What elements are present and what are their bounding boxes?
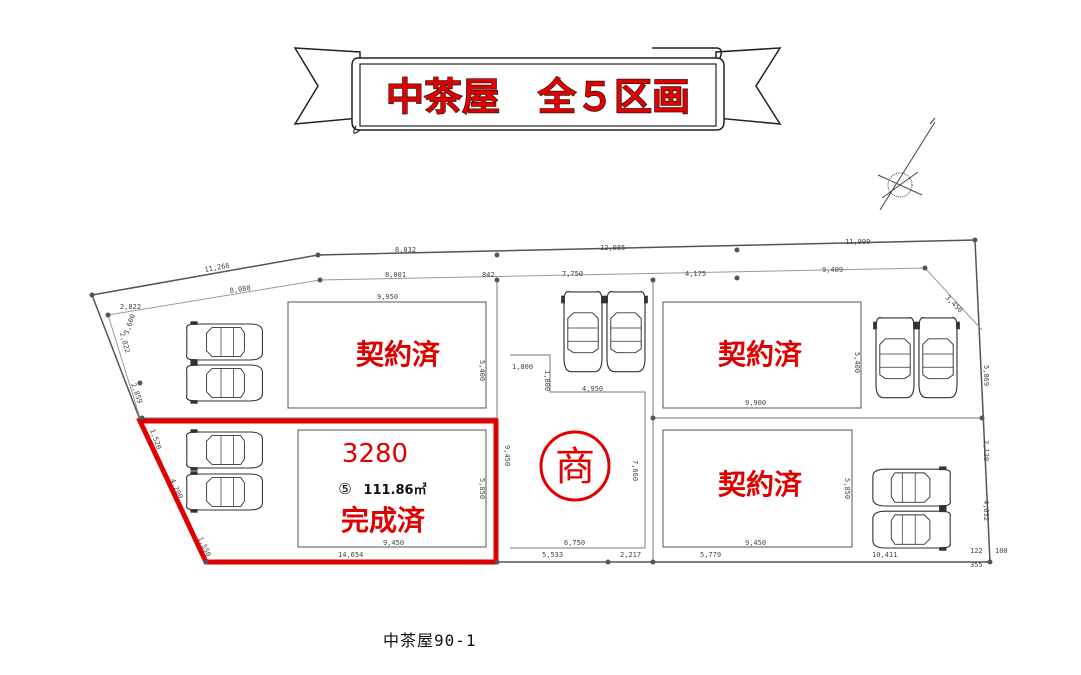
dimension-label: 12,085: [600, 244, 625, 252]
lot-5-highlight: [136, 418, 499, 565]
dimension-label: 2,217: [620, 551, 641, 559]
dimension-label: 9,450: [745, 539, 766, 547]
shop-mark-icon: 商: [539, 430, 611, 502]
dimension-label: 9,950: [377, 293, 398, 301]
dimension-label: 5,400: [478, 360, 486, 381]
building-lot-2: [662, 301, 862, 409]
lot-5-area: 111.86㎡: [363, 482, 426, 498]
dimension-label: 100: [995, 547, 1008, 555]
dimension-label: 5,400: [853, 352, 861, 373]
dimension-label: 5,779: [700, 551, 721, 559]
dimension-label: 8,080: [229, 284, 251, 295]
dimension-label: 4,632: [982, 500, 990, 521]
dimension-labels: 11,266 8,832 12,085 11,999 2,822 8,080 8…: [118, 238, 1008, 569]
north-arrow-icon: [877, 117, 936, 211]
dimension-label: 1,800: [543, 370, 551, 391]
dimension-label: 11,999: [845, 238, 870, 246]
lot-5-number: ⑤: [338, 480, 351, 498]
address-label: 中茶屋90-1: [383, 631, 477, 650]
dimension-label: 8,001: [385, 271, 406, 279]
dimension-label: 122: [970, 547, 983, 555]
lot-5-price: 3280: [342, 439, 408, 469]
building-lot-5: [297, 429, 487, 548]
dimension-label: 4,175: [685, 270, 706, 278]
lot-3-status: 契約済: [718, 468, 803, 501]
dimension-label: 1,800: [512, 363, 533, 371]
dimension-label: 2,822: [120, 303, 141, 311]
dimension-label: 7,660: [631, 460, 639, 481]
dimension-label: 2,120: [982, 440, 990, 461]
dimension-label: 5,850: [478, 478, 486, 499]
building-lot-1: [287, 301, 487, 409]
dimension-label: 10,411: [872, 551, 897, 559]
dimension-label: 3,450: [944, 294, 965, 315]
dimension-label: 2,859: [129, 382, 144, 405]
lot-2-status: 契約済: [718, 338, 803, 371]
dimension-label: 355: [970, 561, 983, 569]
dimension-label: 9,900: [745, 399, 766, 407]
dimension-label: 5,533: [542, 551, 563, 559]
dimension-label: 5,069: [982, 365, 990, 386]
shop-mark-text: 商: [555, 444, 595, 490]
dimension-label: 842: [482, 271, 495, 279]
dimension-label: 14,654: [338, 551, 363, 559]
dimension-label: 4,950: [582, 385, 603, 393]
dimension-label: 7,750: [562, 270, 583, 278]
title-banner: 中茶屋 全５区画: [293, 47, 782, 134]
building-lot-3: [662, 429, 853, 548]
lot-5-status: 完成済: [341, 504, 426, 537]
dimension-label: 5,850: [843, 478, 851, 499]
lot-1-status: 契約済: [356, 338, 441, 371]
dimension-label: 9,450: [383, 539, 404, 547]
dimension-label: 9,450: [503, 445, 511, 466]
dimension-label: 6,750: [564, 539, 585, 547]
dimension-label: 9,409: [822, 266, 843, 274]
banner-title: 中茶屋 全５区画: [386, 75, 690, 119]
dimension-label: 8,832: [395, 246, 416, 254]
